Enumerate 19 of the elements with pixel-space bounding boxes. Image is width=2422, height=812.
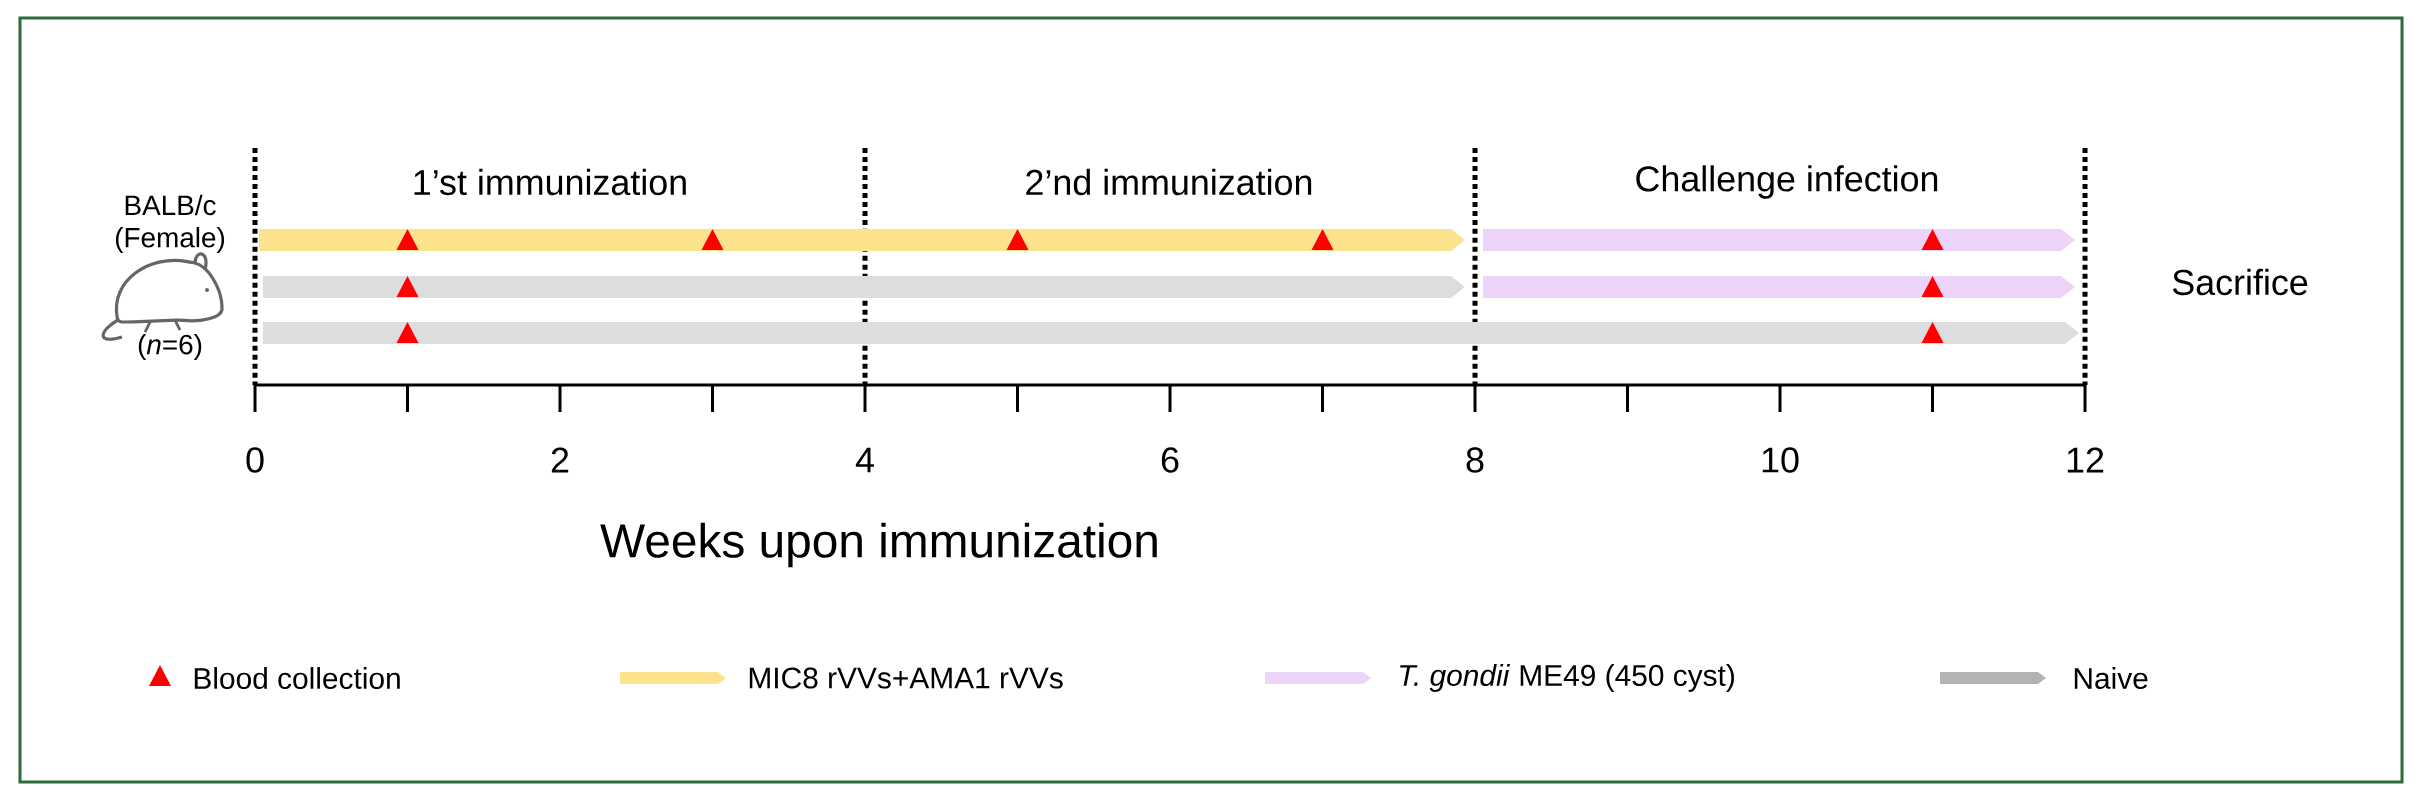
tick-label: 0 [246,447,264,473]
tick-label: 2 [551,447,569,473]
group-label: (Female) [115,227,225,253]
phase-heading: 1’st immunization [414,168,686,196]
tick-label: 12 [2067,447,2104,473]
legend-label: MIC8 rVVs+AMA1 rVVs [749,667,1063,689]
group-label: BALB/c [125,194,216,216]
endpoint-label: Sacrifice [2172,268,2308,296]
group-label: (n=6) [138,334,202,360]
legend-label: Naive [2074,667,2148,689]
tick-label: 8 [1466,447,1484,473]
tick-label: 4 [855,447,874,473]
tick-label: 6 [1161,447,1179,473]
axis-title: Weeks upon immunization [600,522,1157,568]
phase-heading: Challenge infection [1636,165,1938,199]
legend-label: T. gondii ME49 (450 cyst) [1400,664,1734,692]
tick-label: 10 [1762,447,1799,473]
phase-heading: 2’nd immunization [1026,168,1312,196]
legend-label: Blood collection [194,667,400,689]
